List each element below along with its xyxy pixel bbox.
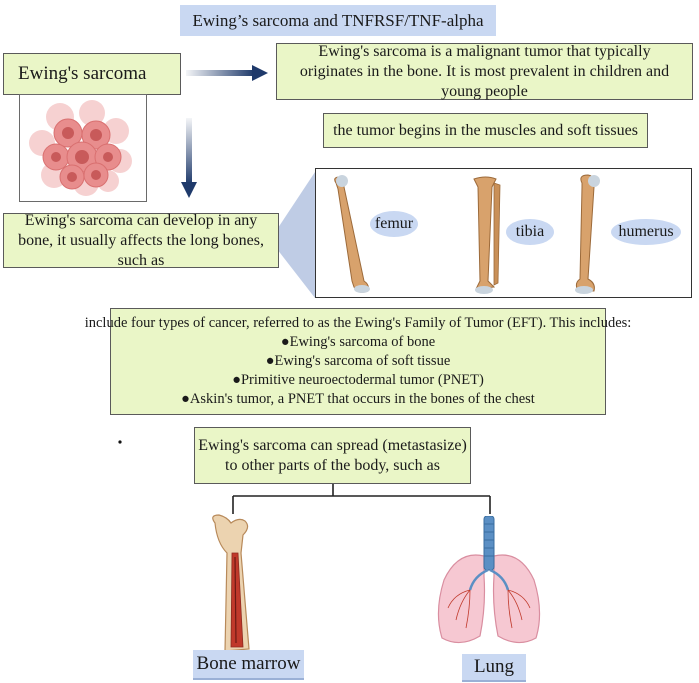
long-bones-box: Ewing's sarcoma can develop in any bone,…	[3, 212, 279, 269]
site-label-bone-marrow: Bone marrow	[193, 650, 304, 680]
tumor-cell-icon	[29, 100, 132, 196]
definition-box: Ewing's sarcoma is a malignant tumor tha…	[276, 43, 693, 100]
site-label-lung: Lung	[462, 654, 526, 682]
humerus-bone-icon	[575, 174, 600, 294]
bone-label-tibia: tibia	[506, 219, 554, 245]
tumor-cell-illustration	[19, 94, 147, 202]
long-bones-panel: femur tibia humerus	[315, 168, 692, 298]
arrow-right	[186, 65, 268, 81]
eft-item: ●Primitive neuroectodermal tumor (PNET)	[232, 372, 484, 388]
eft-box: include four types of cancer, referred t…	[85, 308, 631, 415]
callout-wedge	[270, 172, 315, 298]
femur-bone-icon	[334, 175, 370, 293]
stray-dot	[118, 440, 122, 444]
diagram-title: Ewing’s sarcoma and TNFRSF/TNF-alpha	[180, 5, 496, 36]
eft-item: ●Askin's tumor, a PNET that occurs in th…	[181, 391, 535, 407]
eft-item: ●Ewing's sarcoma of soft tissue	[265, 353, 451, 369]
lung-icon	[437, 516, 541, 644]
metastasis-box: Ewing's sarcoma can spread (metastasize)…	[194, 427, 471, 484]
origin-box: the tumor begins in the muscles and soft…	[323, 113, 648, 148]
arrow-down	[181, 118, 197, 198]
bone-marrow-icon	[212, 514, 250, 652]
bone-label-humerus: humerus	[611, 219, 681, 245]
ewing-sarcoma-label: Ewing's sarcoma	[3, 53, 181, 95]
tibia-bone-icon	[473, 176, 501, 294]
tree-connector	[232, 484, 491, 514]
bone-label-femur: femur	[370, 211, 418, 237]
eft-intro: include four types of cancer, referred t…	[84, 315, 632, 331]
eft-item: ●Ewing's sarcoma of bone	[280, 334, 436, 350]
